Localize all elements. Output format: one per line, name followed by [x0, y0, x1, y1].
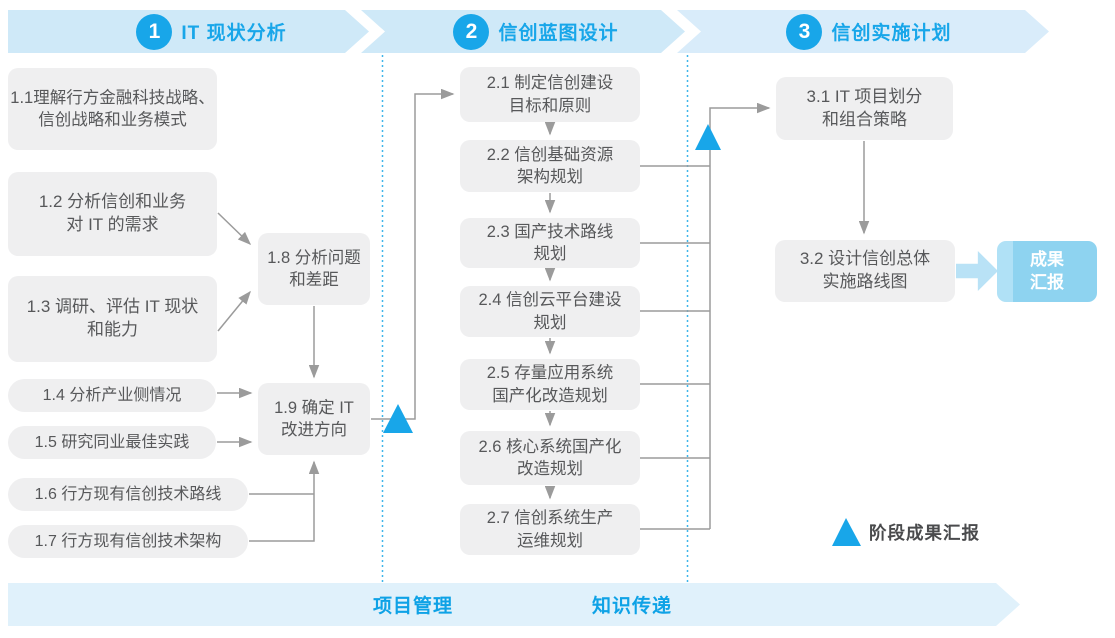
bottom-label-project-management: 项目管理: [373, 596, 454, 617]
box-2-3: 2.3 国产技术路线 规划: [460, 218, 640, 268]
box-1-4-label: 1.4 分析产业侧情况: [42, 386, 182, 404]
phase-2-title: 信创蓝图设计: [498, 23, 619, 44]
phase-band-1: 1 IT 现状分析: [8, 10, 369, 53]
box-1-8-label: 1.8 分析问题 和差距: [267, 248, 361, 289]
box-1-7-label: 1.7 行方现有信创技术架构: [34, 532, 222, 550]
box-3-1: 3.1 IT 项目划分 和组合策略: [776, 77, 953, 140]
box-1-8: 1.8 分析问题 和差距: [258, 233, 370, 305]
box-2-5-label: 2.5 存量应用系统 国产化改造规划: [486, 364, 614, 405]
box-2-1-label: 2.1 制定信创建设 目标和原则: [486, 74, 614, 115]
box-1-5: 1.5 研究同业最佳实践: [8, 426, 216, 459]
legend-triangle-icon: [832, 518, 861, 546]
box-2-3-label: 2.3 国产技术路线 规划: [486, 222, 614, 263]
box-1-9: 1.9 确定 IT 改进方向: [258, 383, 370, 455]
box-1-2-label: 1.2 分析信创和业务 对 IT 的需求: [38, 192, 187, 234]
phase-1-title: IT 现状分析: [181, 23, 287, 44]
conn-1-9-to-2-1: [371, 88, 455, 420]
conn-collector-to-3-1: [640, 108, 769, 530]
phase-3-title: 信创实施计划: [831, 23, 952, 44]
box-3-2-label: 3.2 设计信创总体 实施路线图: [799, 249, 931, 291]
box-2-6-label: 2.6 核心系统国产化 改造规划: [478, 437, 622, 478]
box-2-7: 2.7 信创系统生产 运维规划: [460, 504, 640, 555]
result-box: 成果 汇报: [997, 241, 1097, 302]
milestone-triangle-phase1: [383, 404, 413, 433]
phase-band-2: 2 信创蓝图设计: [361, 10, 685, 53]
box-1-3: 1.3 调研、评估 IT 现状 和能力: [8, 276, 217, 362]
box-2-7-label: 2.7 信创系统生产 运维规划: [486, 509, 614, 550]
bottom-label-knowledge-transfer: 知识传递: [592, 596, 673, 617]
phase-3-number-badge: 3: [786, 14, 822, 50]
box-1-3-label: 1.3 调研、评估 IT 现状 和能力: [26, 297, 199, 339]
box-1-1: 1.1理解行方金融科技战略、 信创战略和业务模式: [8, 68, 217, 150]
box-1-6-label: 1.6 行方现有信创技术路线: [34, 485, 222, 503]
box-2-5: 2.5 存量应用系统 国产化改造规划: [460, 359, 640, 410]
box-1-2: 1.2 分析信创和业务 对 IT 的需求: [8, 172, 217, 256]
box-1-5-label: 1.5 研究同业最佳实践: [34, 433, 190, 451]
bottom-band: 项目管理 知识传递: [8, 583, 1020, 626]
box-3-1-label: 3.1 IT 项目划分 和组合策略: [806, 86, 923, 129]
phase-2-number-badge: 2: [453, 14, 489, 50]
box-2-4: 2.4 信创云平台建设 规划: [460, 286, 640, 337]
box-3-2: 3.2 设计信创总体 实施路线图: [775, 240, 955, 302]
phase-band-3: 3 信创实施计划: [677, 10, 1049, 53]
box-1-1-label: 1.1理解行方金融科技战略、 信创战略和业务模式: [10, 88, 215, 129]
box-2-6: 2.6 核心系统国产化 改造规划: [460, 431, 640, 485]
box-1-4: 1.4 分析产业侧情况: [8, 379, 216, 412]
box-2-2-label: 2.2 信创基础资源 架构规划: [486, 145, 614, 186]
result-box-label: 成果 汇报: [1030, 249, 1064, 292]
milestone-triangle-phase2: [695, 124, 721, 150]
box-1-6: 1.6 行方现有信创技术路线: [8, 478, 248, 511]
box-2-4-label: 2.4 信创云平台建设 规划: [478, 291, 622, 332]
box-2-2: 2.2 信创基础资源 架构规划: [460, 140, 640, 192]
box-1-9-label: 1.9 确定 IT 改进方向: [274, 398, 354, 439]
connector-lines: [217, 88, 870, 542]
conn-1-7-to-1-9: [249, 460, 320, 542]
conn-1-3-to-1-8: [217, 290, 251, 332]
box-1-7: 1.7 行方现有信创技术架构: [8, 525, 248, 558]
conn-1-2-to-1-8: [217, 212, 252, 246]
legend-label: 阶段成果汇报: [869, 523, 980, 543]
box-2-1: 2.1 制定信创建设 目标和原则: [460, 67, 640, 122]
phase-1-number-badge: 1: [136, 14, 172, 50]
